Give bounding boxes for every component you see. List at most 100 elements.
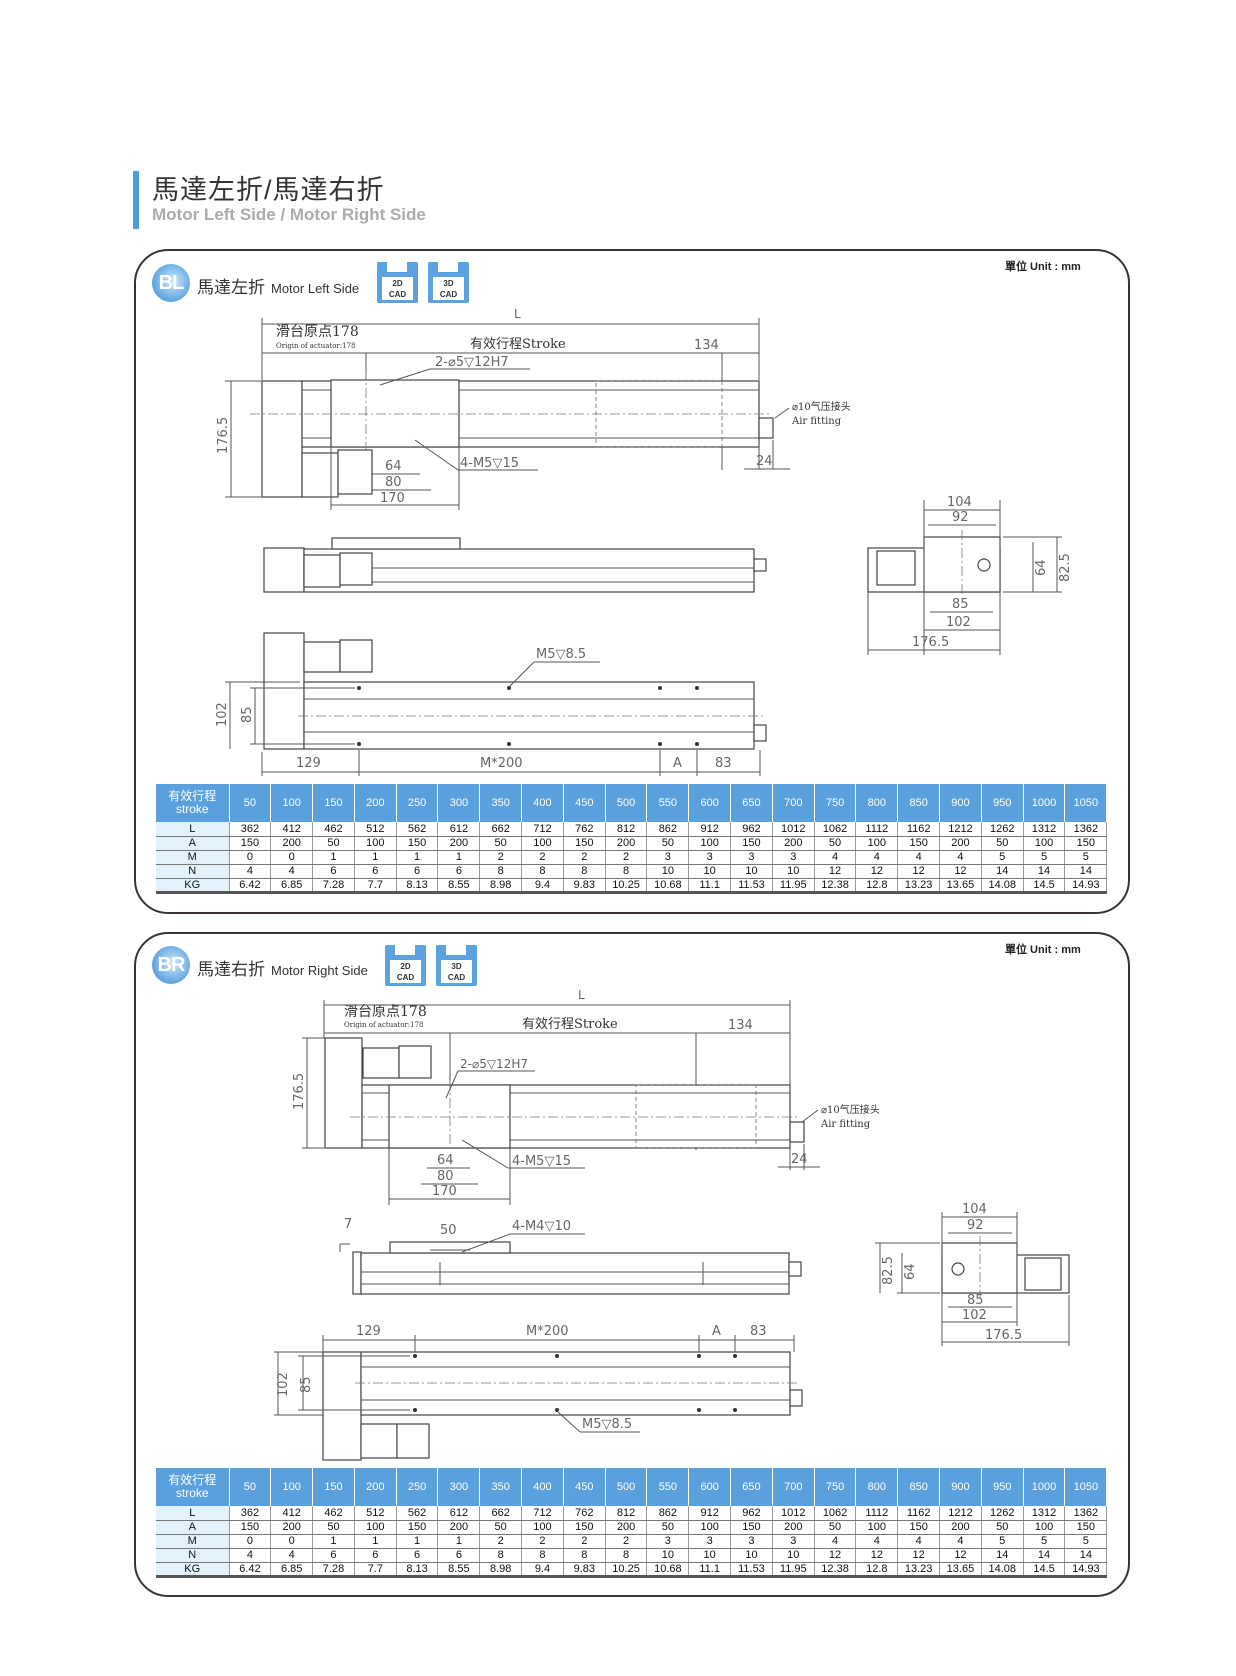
table-cell: 4 <box>814 1534 857 1549</box>
table-cell: 1362 <box>1064 1506 1108 1521</box>
drawing-line <box>339 1243 704 1285</box>
stroke-column-header: 50 <box>229 1468 272 1506</box>
table-cell: 962 <box>730 822 773 837</box>
table-cell: 1312 <box>1023 822 1066 837</box>
dim-176-5-end: 176.5 <box>912 635 949 650</box>
table-cell: 8 <box>521 864 564 879</box>
table-cell: 4 <box>270 864 314 879</box>
table-cell: 1 <box>354 1534 397 1549</box>
table-cell: 10.25 <box>605 1562 648 1578</box>
table-cell: 12 <box>897 1548 941 1563</box>
drawing-line <box>250 370 770 470</box>
table-cell: 14 <box>981 1548 1024 1563</box>
stroke-column-header: 150 <box>312 784 355 822</box>
stroke-column-header: 200 <box>354 1468 397 1506</box>
drawing-line <box>304 567 754 583</box>
cad-label: CAD <box>439 290 458 299</box>
stroke-column-header: 850 <box>897 1468 941 1506</box>
panel-title-en: Motor Right Side <box>271 963 368 978</box>
table-cell: 200 <box>605 1520 648 1535</box>
table-cell: 7.7 <box>354 878 397 894</box>
table-cell: 12 <box>939 864 982 879</box>
table-cell: 812 <box>605 822 648 837</box>
dim-A: A <box>673 756 682 771</box>
floppy-disk-icon <box>387 262 407 272</box>
table-cell: 200 <box>437 836 481 851</box>
dim-64-end: 64 <box>1034 559 1049 576</box>
table-cell: 9.4 <box>521 878 564 894</box>
table-cell: 662 <box>479 1506 523 1521</box>
table-cell: 812 <box>605 1506 648 1521</box>
table-cell: 200 <box>772 1520 815 1535</box>
dim-102: 102 <box>215 702 230 727</box>
table-cell: 12 <box>855 1548 899 1563</box>
drawing-line <box>339 639 373 673</box>
stroke-column-header: 1000 <box>1023 784 1066 822</box>
drawing-line <box>414 439 538 471</box>
table-cell: 14.5 <box>1023 878 1066 894</box>
table-cell: 462 <box>312 1506 355 1521</box>
table-cell: 10 <box>730 1548 773 1563</box>
table-cell: 3 <box>688 850 732 865</box>
table-cell: 412 <box>270 1506 314 1521</box>
drawing-line <box>303 554 341 588</box>
table-cell: 50 <box>312 1520 355 1535</box>
row-label: M <box>156 1534 230 1549</box>
table-cell: 11.53 <box>730 1562 773 1578</box>
table-cell: 512 <box>354 822 397 837</box>
badge-bl: BL <box>152 264 190 302</box>
table-cell: 962 <box>730 1506 773 1521</box>
table-cell: 4 <box>897 1534 941 1549</box>
drawing-line <box>357 742 361 746</box>
table-cell: 6.85 <box>270 1562 314 1578</box>
drawing-line <box>360 1351 791 1416</box>
table-cell: 8.13 <box>396 1562 439 1578</box>
table-cell: 8 <box>479 1548 523 1563</box>
drawing-line <box>396 1423 430 1459</box>
stroke-column-header: 150 <box>312 1468 355 1506</box>
dim-m200: M*200 <box>526 1324 569 1339</box>
drawing-line <box>274 1335 795 1416</box>
drawing-line <box>733 1354 737 1358</box>
drawing-line <box>337 449 373 495</box>
stroke-column-header: 350 <box>479 784 523 822</box>
cad-label: CAD <box>447 973 466 982</box>
drawing-line <box>361 1271 789 1285</box>
cad-label: 2D <box>400 962 411 971</box>
cad-label: CAD <box>396 973 415 982</box>
table-cell: 2 <box>563 850 606 865</box>
stroke-column-header: 400 <box>521 784 564 822</box>
table-cell: 362 <box>229 822 272 837</box>
table-cell: 100 <box>521 1520 564 1535</box>
origin-label: 滑台原点178 <box>344 1003 427 1020</box>
drawing-line <box>301 452 339 498</box>
table-cell: 10 <box>772 864 815 879</box>
table-cell: 4 <box>270 1548 314 1563</box>
cad-2d-button[interactable]: 2D CAD <box>385 945 426 986</box>
drawing-left-bottom-view: 102 85 129 M*200 A 83 M5▽8.5 <box>215 632 767 776</box>
table-cell: 10 <box>646 864 690 879</box>
pin-hole-label: 2-⌀5▽12H7 <box>460 1057 528 1071</box>
drawing-line <box>557 1411 640 1433</box>
table-cell: 2 <box>521 1534 564 1549</box>
drawing-line <box>697 1354 701 1358</box>
table-cell: 200 <box>270 836 314 851</box>
stroke-header-en: stroke <box>175 802 209 816</box>
table-cell: 2 <box>521 850 564 865</box>
table-cell: 762 <box>563 1506 606 1521</box>
stroke-column-header: 550 <box>646 784 690 822</box>
table-cell: 762 <box>563 822 606 837</box>
table-cell: 150 <box>730 836 773 851</box>
row-label: A <box>156 1520 230 1535</box>
table-cell: 50 <box>981 836 1024 851</box>
drawing-line <box>225 380 262 498</box>
